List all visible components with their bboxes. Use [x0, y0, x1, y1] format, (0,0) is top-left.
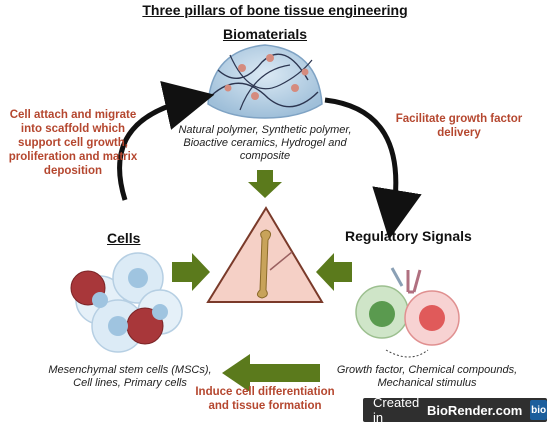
right-arrow-label: Facilitate growth factor delivery [384, 112, 534, 140]
cells-desc-line: Mesenchymal stem cells (MSCs), [48, 364, 212, 376]
biomaterials-desc-line: composite [239, 150, 291, 162]
curved-arrow-cells-to-biomaterials [117, 81, 215, 201]
right-arrow-label-line: Facilitate growth factor [395, 113, 523, 125]
biomaterials-desc-line: Bioactive ceramics, Hydrogel and [183, 137, 347, 149]
bottom-arrow-label: Induce cell differentiation and tissue f… [180, 385, 350, 413]
curved-arrow-biomaterials-to-signals [324, 97, 422, 240]
left-arrow-label-line: support cell growth, [18, 137, 128, 149]
biorender-logo-icon: bio [530, 400, 547, 420]
badge-brand: BioRender.com [426, 402, 523, 418]
bone-tissue-triangle [206, 206, 324, 303]
cells-description: Mesenchymal stem cells (MSCs), Cell line… [30, 364, 230, 390]
green-arrow-bottom [222, 354, 320, 392]
badge-created-in: Created in [373, 395, 420, 425]
green-arrow-left [316, 253, 352, 291]
cells-desc-line: Cell lines, Primary cells [73, 377, 187, 389]
page-title: Three pillars of bone tissue engineering [142, 2, 408, 18]
right-arrow-label-line: delivery [437, 127, 481, 139]
left-arrow-label-line: proliferation and matrix [8, 151, 138, 163]
biomaterials-description: Natural polymer, Synthetic polymer, Bioa… [150, 124, 380, 163]
left-arrow-label-line: into scaffold which [20, 123, 126, 135]
scaffold-icon [207, 44, 323, 119]
biorender-badge[interactable]: Created in BioRender.com bio [363, 395, 547, 425]
signals-cells-icon [355, 267, 460, 358]
cells-heading: Cells [107, 230, 141, 246]
cell-cluster-icon [70, 252, 183, 353]
signals-description: Growth factor, Chemical compounds, Mecha… [312, 364, 542, 390]
left-arrow-label-line: Cell attach and migrate [9, 109, 137, 121]
signals-desc-line: Growth factor, Chemical compounds, [336, 364, 518, 376]
bottom-arrow-label-line: Induce cell differentiation [195, 386, 335, 398]
signals-desc-line: Mechanical stimulus [377, 377, 477, 389]
left-arrow-label-line: deposition [43, 165, 103, 177]
biomaterials-desc-line: Natural polymer, Synthetic polymer, [178, 124, 352, 136]
green-arrow-right [172, 253, 210, 291]
left-arrow-label: Cell attach and migrate into scaffold wh… [8, 108, 138, 178]
signals-heading: Regulatory Signals [345, 228, 472, 244]
bottom-arrow-label-line: and tissue formation [208, 400, 322, 412]
biomaterials-heading: Biomaterials [222, 26, 308, 42]
green-arrow-down [248, 170, 282, 198]
